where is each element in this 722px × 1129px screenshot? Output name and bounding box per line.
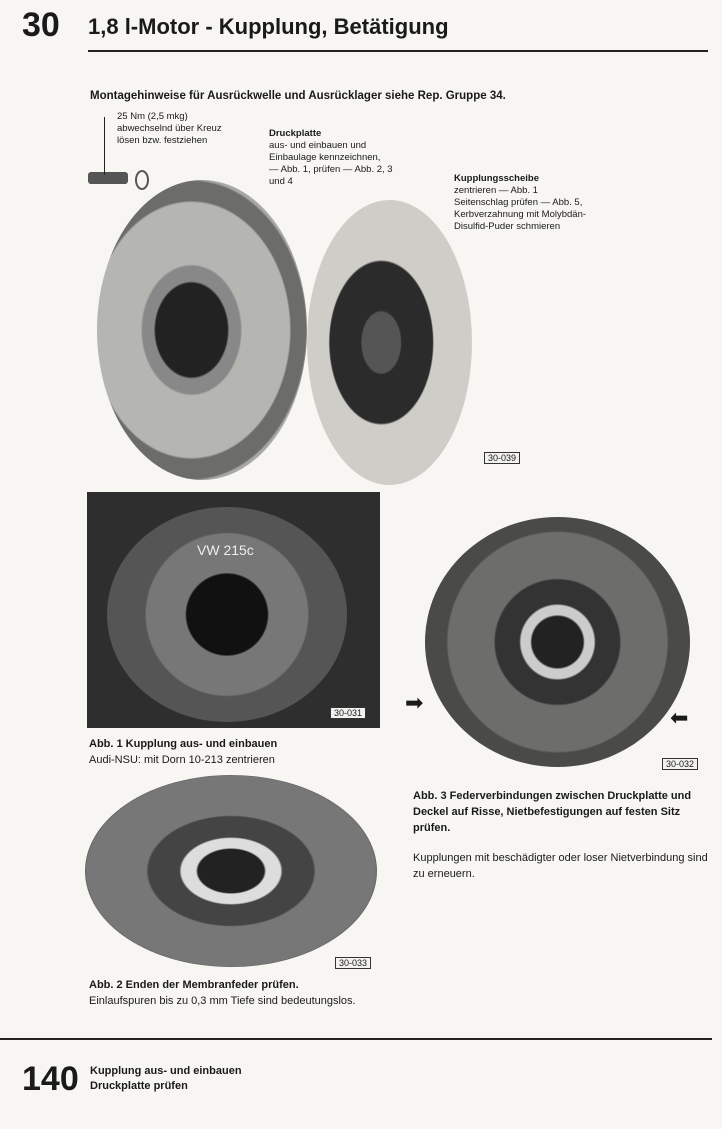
pressure-plate-image — [97, 180, 307, 480]
figure-abb1-photo: VW 215c 30-031 — [87, 492, 380, 728]
flywheel-image — [107, 507, 347, 722]
bolt-callout: 25 Nm (2,5 mkg) abwechselnd über Kreuz l… — [117, 111, 222, 147]
callout-title: Kupplungsscheibe — [454, 173, 539, 184]
page-number: 140 — [22, 1060, 79, 1098]
leader-line — [104, 117, 105, 175]
figure-abb3-photo — [425, 517, 690, 767]
caption-title: Abb. 1 Kupplung aus- und einbauen — [89, 738, 278, 750]
callout-line: lösen bzw. festziehen — [117, 135, 208, 146]
washer-icon — [135, 170, 149, 190]
caption-text: Einlaufspuren bis zu 0,3 mm Tiefe sind b… — [89, 995, 356, 1007]
callout-line: zentrieren — Abb. 1 — [454, 185, 538, 196]
caption-text: Audi-NSU: mit Dorn 10-213 zentrieren — [89, 754, 275, 766]
callout-line: — Abb. 1, prüfen — Abb. 2, 3 — [269, 164, 393, 175]
abb1-caption: Abb. 1 Kupplung aus- und einbauen Audi-N… — [89, 736, 277, 768]
chapter-number: 30 — [22, 6, 60, 44]
footer-line: Druckplatte prüfen — [90, 1080, 188, 1092]
figure-main-photo — [85, 150, 475, 485]
header-rule — [88, 50, 708, 52]
footer-topics: Kupplung aus- und einbauen Druckplatte p… — [90, 1064, 242, 1094]
caption-text: Kupplungen mit beschädigter oder loser N… — [413, 852, 708, 880]
druckplatte-callout: Druckplatte aus- und einbauen und Einbau… — [269, 128, 393, 188]
callout-line: aus- und einbauen und — [269, 140, 367, 151]
abb2-caption: Abb. 2 Enden der Membranfeder prüfen. Ei… — [89, 977, 356, 1009]
callout-line: Einbaulage kennzeichnen, — [269, 152, 381, 163]
abb3-caption: Abb. 3 Federverbindungen zwischen Druckp… — [413, 788, 713, 882]
arrow-icon: ⬅ — [670, 705, 689, 730]
callout-title: Druckplatte — [269, 128, 322, 139]
page-title: 1,8 l-Motor - Kupplung, Betätigung — [88, 14, 449, 39]
callout-line: abwechselnd über Kreuz — [117, 123, 222, 134]
figure-abb2-photo — [85, 775, 377, 967]
figure-ref: 30-031 — [330, 707, 367, 719]
footer-rule — [0, 1038, 712, 1040]
figure-ref: 30-033 — [335, 957, 372, 969]
caption-title: Abb. 3 Federverbindungen zwischen Druckp… — [413, 790, 692, 834]
kupplungsscheibe-callout: Kupplungsscheibe zentrieren — Abb. 1 Sei… — [454, 173, 586, 233]
arrow-icon: ➡ — [405, 690, 424, 715]
callout-line: und 4 — [269, 176, 293, 187]
callout-line: 25 Nm (2,5 mkg) — [117, 111, 188, 122]
callout-line: Disulfid-Puder schmieren — [454, 221, 561, 232]
figure-ref: 30-039 — [484, 452, 521, 464]
tool-label: VW 215c — [197, 542, 254, 558]
figure-ref: 30-032 — [662, 758, 699, 770]
intro-note: Montagehinweise für Ausrückwelle und Aus… — [90, 90, 506, 102]
bolt-icon — [88, 172, 128, 184]
caption-title: Abb. 2 Enden der Membranfeder prüfen. — [89, 979, 299, 991]
callout-line: Seitenschlag prüfen — Abb. 5, — [454, 197, 583, 208]
clutch-disc-image — [307, 200, 472, 485]
callout-line: Kerbverzahnung mit Molybdän- — [454, 209, 587, 220]
footer-line: Kupplung aus- und einbauen — [90, 1065, 242, 1077]
